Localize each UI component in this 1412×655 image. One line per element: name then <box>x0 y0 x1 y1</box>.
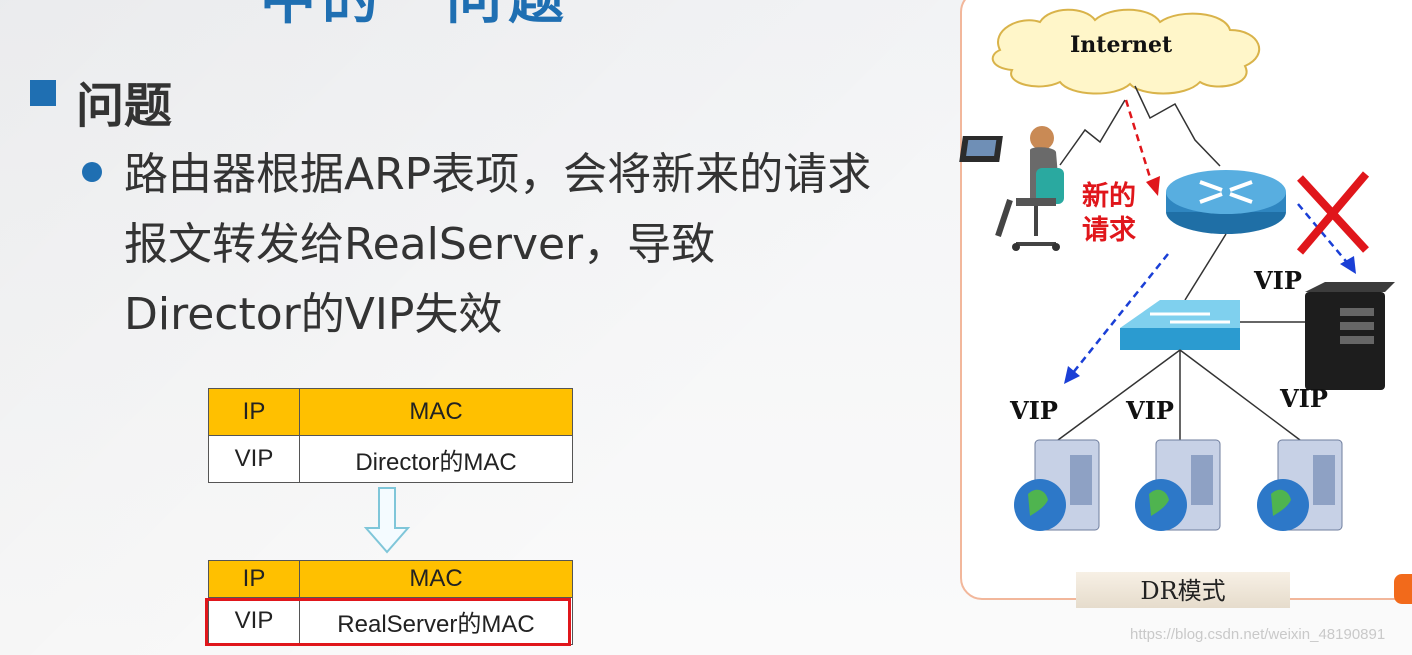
table-header-row: IP MAC <box>208 560 573 598</box>
router-icon <box>1166 170 1286 234</box>
wan-link-line <box>1134 85 1221 167</box>
user-laptop-icon <box>959 126 1064 251</box>
switch-icon <box>1120 300 1240 350</box>
new-request-label-line1: 新的 <box>1082 181 1136 212</box>
watermark-url: https://blog.csdn.net/weixin_48190891 <box>1130 626 1386 643</box>
table-row: VIP RealServer的MAC <box>208 597 573 645</box>
arp-table-before: IP MAC VIP Director的MAC <box>208 388 573 483</box>
highlight-box <box>205 598 571 646</box>
table-header-mac: MAC <box>299 388 573 436</box>
vip-label-director: VIP <box>1254 266 1302 295</box>
slide-title-cut-off: 中的一问题 <box>260 0 570 35</box>
director-server-icon <box>1305 282 1395 390</box>
new-request-label: 新的 请求 <box>1082 180 1136 248</box>
down-arrow-icon <box>363 487 411 554</box>
internet-label: Internet <box>1070 32 1173 58</box>
internet-cloud-icon <box>991 8 1261 95</box>
arp-table-after: IP MAC VIP RealServer的MAC <box>208 560 573 645</box>
forward-to-director-arrow-icon <box>1297 203 1356 274</box>
section-title: 问题 <box>76 78 173 134</box>
forward-to-realserver-arrow-icon <box>1064 253 1169 384</box>
bullet-text: 路由器根据ARP表项，会将新来的请求报文转发给RealServer，导致Dire… <box>124 149 872 340</box>
table-cell-ip: VIP <box>208 435 300 483</box>
table-header-ip: IP <box>208 388 300 436</box>
vip-label-realserver-3: VIP <box>1280 384 1328 413</box>
table-cell-mac: Director的MAC <box>299 435 573 483</box>
real-server-icon <box>1014 439 1100 531</box>
table-cell-mac: RealServer的MAC <box>299 597 573 645</box>
real-server-icon <box>1257 439 1343 531</box>
vip-label-realserver-1: VIP <box>1010 396 1058 425</box>
table-header-ip: IP <box>208 560 300 598</box>
red-x-icon <box>1296 171 1370 255</box>
table-header-mac: MAC <box>299 560 573 598</box>
new-request-label-line2: 请求 <box>1082 215 1136 246</box>
real-server-icon <box>1135 439 1221 531</box>
bullet-dot-icon <box>82 162 102 182</box>
vip-label-realserver-2: VIP <box>1126 396 1174 425</box>
client-link-line <box>1059 99 1126 166</box>
new-request-arrow-icon <box>1124 99 1160 196</box>
brand-logo-icon <box>1394 574 1412 604</box>
section-bullet-square-icon <box>30 80 56 106</box>
dr-mode-label: DR模式 <box>1076 572 1290 608</box>
table-header-row: IP MAC <box>208 388 573 436</box>
table-row: VIP Director的MAC <box>208 435 573 483</box>
